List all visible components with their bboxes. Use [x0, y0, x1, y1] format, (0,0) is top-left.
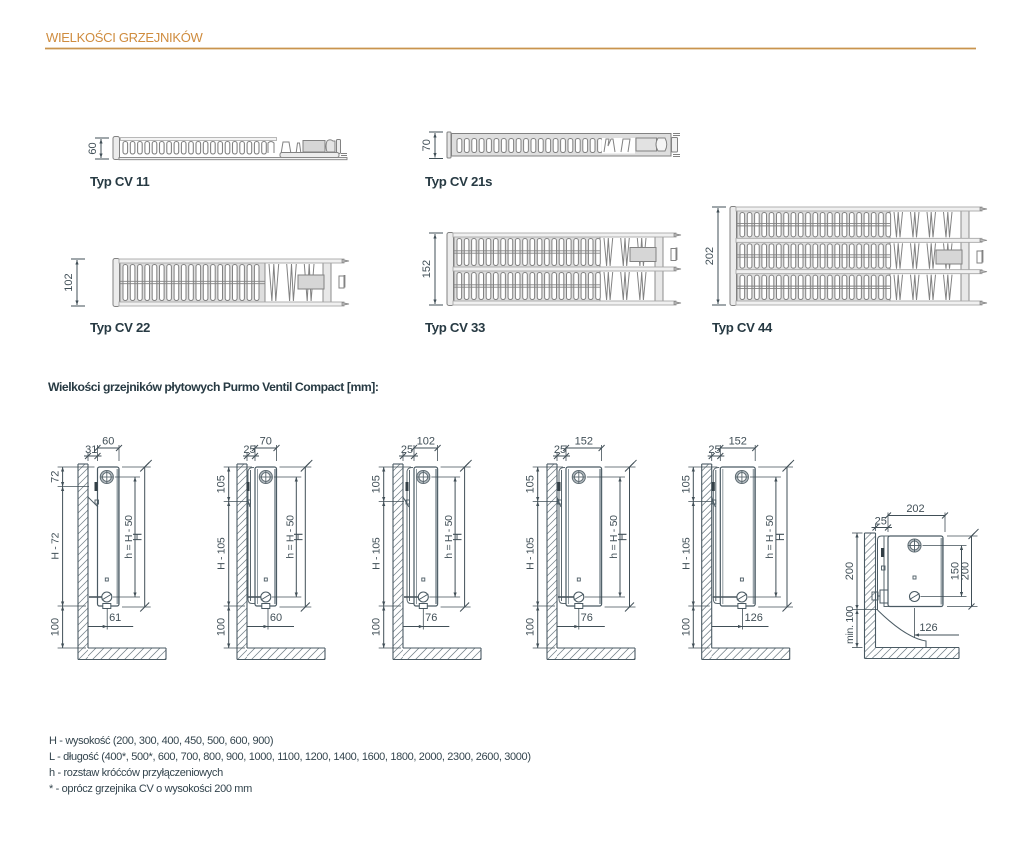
svg-text:h = H - 50: h = H - 50	[123, 515, 135, 559]
svg-text:61: 61	[109, 612, 121, 624]
svg-text:60: 60	[102, 436, 114, 448]
svg-text:min. 100: min. 100	[844, 606, 856, 644]
svg-text:150: 150	[950, 562, 962, 580]
svg-text:126: 126	[919, 622, 937, 634]
svg-text:H - 105: H - 105	[680, 537, 692, 570]
svg-text:105: 105	[680, 475, 692, 493]
svg-text:* - oprócz grzejnika CV o wyso: * - oprócz grzejnika CV o wysokości 200 …	[49, 783, 252, 795]
svg-text:Typ CV 33: Typ CV 33	[425, 320, 485, 335]
svg-text:H - 105: H - 105	[216, 537, 228, 570]
svg-text:h = H - 50: h = H - 50	[764, 515, 776, 559]
svg-text:100: 100	[50, 618, 62, 636]
svg-text:25: 25	[708, 444, 720, 456]
svg-text:76: 76	[581, 612, 593, 624]
svg-text:152: 152	[421, 260, 433, 278]
svg-text:31: 31	[85, 444, 97, 456]
svg-text:h = H - 50: h = H - 50	[608, 515, 620, 559]
svg-text:200: 200	[960, 562, 972, 580]
svg-text:100: 100	[371, 618, 383, 636]
svg-text:100: 100	[216, 618, 228, 636]
svg-text:H - 105: H - 105	[525, 537, 537, 570]
svg-text:L - długość (400*, 500*, 600,: L - długość (400*, 500*, 600, 700, 800, …	[49, 751, 531, 763]
svg-text:202: 202	[704, 247, 716, 265]
svg-text:Typ CV 44: Typ CV 44	[712, 320, 773, 335]
svg-text:72: 72	[50, 471, 62, 483]
svg-text:25: 25	[243, 444, 255, 456]
svg-text:25: 25	[554, 444, 566, 456]
svg-text:200: 200	[844, 562, 856, 580]
svg-text:H: H	[775, 533, 787, 541]
svg-text:105: 105	[525, 475, 537, 493]
svg-text:152: 152	[729, 436, 747, 448]
svg-text:h = H - 50: h = H - 50	[443, 515, 455, 559]
svg-text:105: 105	[216, 475, 228, 493]
svg-text:h - rozstaw króćców przyłączen: h - rozstaw króćców przyłączeniowych	[49, 767, 223, 779]
svg-text:25: 25	[875, 516, 887, 528]
svg-text:100: 100	[680, 618, 692, 636]
svg-text:Wielkości grzejników płytowych: Wielkości grzejników płytowych Purmo Ven…	[48, 380, 378, 394]
svg-text:60: 60	[87, 142, 99, 154]
svg-text:H - 105: H - 105	[371, 537, 383, 570]
svg-text:h = H - 50: h = H - 50	[284, 515, 296, 559]
svg-text:202: 202	[906, 503, 924, 515]
svg-text:102: 102	[417, 436, 435, 448]
svg-text:H: H	[453, 533, 465, 541]
svg-text:H: H	[293, 533, 305, 541]
svg-text:126: 126	[745, 612, 763, 624]
svg-text:60: 60	[270, 612, 282, 624]
svg-text:Typ CV 11: Typ CV 11	[90, 174, 149, 189]
svg-text:100: 100	[525, 618, 537, 636]
svg-text:76: 76	[425, 612, 437, 624]
svg-text:H: H	[618, 533, 630, 541]
svg-text:H - wysokość (200, 300, 400, 4: H - wysokość (200, 300, 400, 450, 500, 6…	[49, 735, 273, 747]
svg-text:WIELKOŚCI GRZEJNIKÓW: WIELKOŚCI GRZEJNIKÓW	[46, 30, 204, 45]
svg-text:Typ CV 22: Typ CV 22	[90, 320, 150, 335]
svg-text:H: H	[133, 533, 145, 541]
svg-text:70: 70	[260, 436, 272, 448]
svg-text:25: 25	[401, 444, 413, 456]
svg-text:105: 105	[371, 475, 383, 493]
svg-text:70: 70	[421, 139, 433, 151]
svg-text:152: 152	[575, 436, 593, 448]
svg-text:H - 72: H - 72	[50, 532, 62, 559]
svg-text:Typ CV 21s: Typ CV 21s	[425, 174, 492, 189]
svg-text:102: 102	[63, 273, 75, 291]
